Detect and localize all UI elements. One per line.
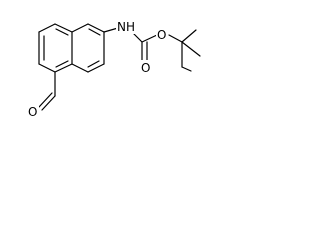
chemical-structure: NH O O O <box>27 18 201 119</box>
atom-label-carbonyl-o: O <box>141 61 150 75</box>
atom-label-aldehyde-o: O <box>28 105 37 119</box>
aldehyde-group <box>38 71 56 111</box>
atom-label-ether-o: O <box>157 28 166 42</box>
naphthalene-left-ring <box>38 23 73 73</box>
tert-butyl-group <box>181 29 201 72</box>
carbamate-chain <box>103 27 183 61</box>
naphthalene-right-ring <box>71 23 105 73</box>
atom-label-nh: NH <box>117 20 135 34</box>
